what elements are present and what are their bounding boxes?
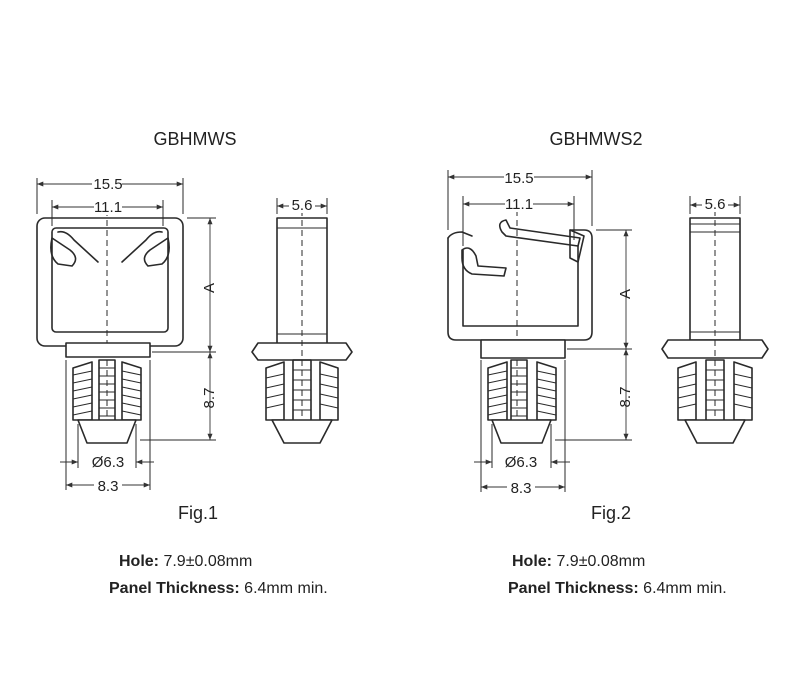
fig2-front-view xyxy=(447,200,593,444)
spec-right-hole-value: 7.9±0.08mm xyxy=(552,553,646,570)
fig1-dim-11-1: 11.1 xyxy=(94,199,122,216)
fig2-dimensions: 15.5 11.1 5.6 A 8.7 Ø6.3 8.3 xyxy=(447,167,741,497)
fig1-front-view xyxy=(36,200,184,444)
spec-right-panel-label: Panel Thickness: xyxy=(508,580,639,597)
fig2-group: GBHMWS2 xyxy=(447,129,769,523)
fig2-dim-8-7: 8.7 xyxy=(617,387,634,408)
fig1-dim-a: A xyxy=(201,283,218,293)
fig1-dim-5-6: 5.6 xyxy=(292,197,313,214)
fig1-side-view xyxy=(251,200,353,444)
spec-left-hole: Hole: 7.9±0.08mm xyxy=(119,553,252,571)
fig1-dim-15-5: 15.5 xyxy=(93,176,122,193)
fig1-title: GBHMWS xyxy=(154,129,237,149)
spec-right-hole: Hole: 7.9±0.08mm xyxy=(512,553,645,571)
fig2-caption: Fig.2 xyxy=(591,503,631,523)
spec-left-hole-label: Hole: xyxy=(119,553,159,570)
fig1-caption: Fig.1 xyxy=(178,503,218,523)
fig1-dim-dia: Ø6.3 xyxy=(92,454,125,471)
fig1-group: GBHMWS xyxy=(36,129,353,523)
spec-right-hole-label: Hole: xyxy=(512,553,552,570)
spec-left-panel-label: Panel Thickness: xyxy=(109,580,240,597)
fig2-dim-5-6: 5.6 xyxy=(705,196,726,213)
fig2-dim-dia: Ø6.3 xyxy=(505,454,538,471)
spec-right-panel-value: 6.4mm min. xyxy=(638,580,727,597)
spec-right-panel: Panel Thickness: 6.4mm min. xyxy=(508,580,727,598)
fig1-dimensions: 15.5 11.1 5.6 A 8.7 Ø6.3 8.3 xyxy=(36,174,328,495)
fig2-dim-8-3: 8.3 xyxy=(511,480,532,497)
fig1-dim-8-7: 8.7 xyxy=(201,388,218,409)
fig2-dim-15-5: 15.5 xyxy=(504,170,533,187)
fig2-dim-a: A xyxy=(617,289,634,299)
spec-left-hole-value: 7.9±0.08mm xyxy=(159,553,253,570)
fig1-dim-8-3: 8.3 xyxy=(98,478,119,495)
fig2-side-view xyxy=(661,200,769,444)
spec-left-panel: Panel Thickness: 6.4mm min. xyxy=(109,580,328,598)
spec-left-panel-value: 6.4mm min. xyxy=(239,580,328,597)
fig2-dim-11-1: 11.1 xyxy=(505,196,533,213)
fig2-title: GBHMWS2 xyxy=(549,129,642,149)
